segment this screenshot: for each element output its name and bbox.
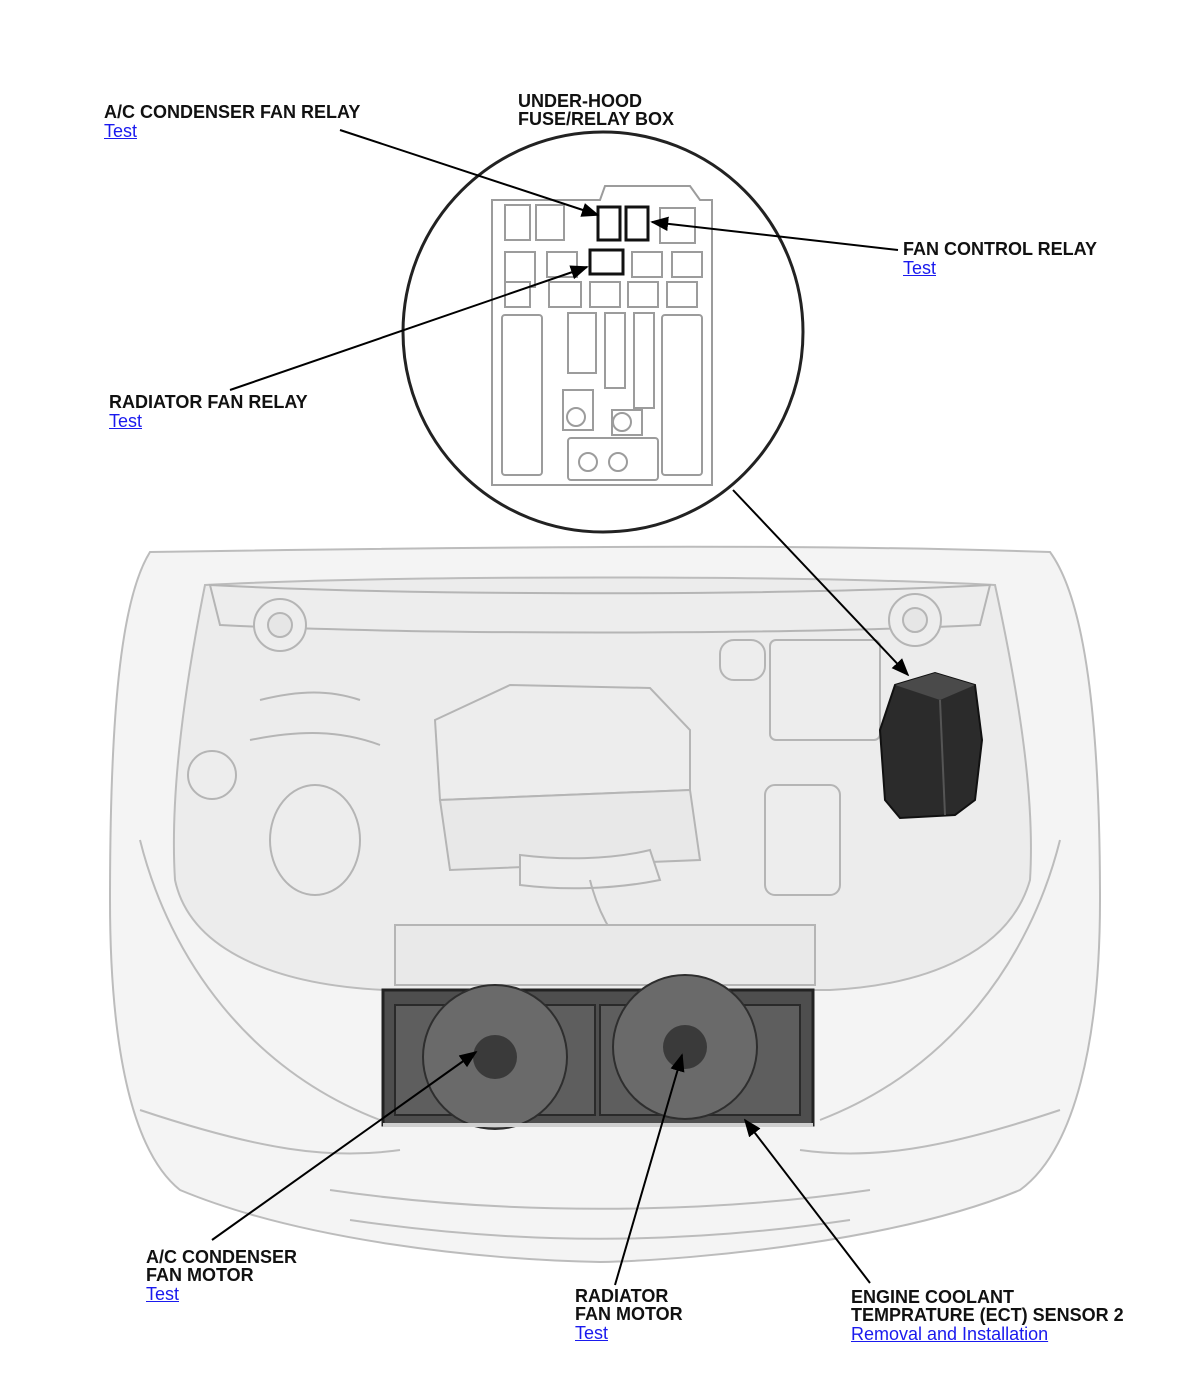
- ect-sensor-2-label-line-1: ENGINE COOLANT: [851, 1287, 1015, 1307]
- radiator-fan-relay-test-link[interactable]: Test: [109, 411, 143, 431]
- under-hood-fuse-relay-box-label-line-1: UNDER-HOOD: [518, 91, 642, 111]
- fuse-box-detail-drawing: [491, 185, 713, 486]
- ac-condenser-fan-motor-label-line-2: FAN MOTOR: [146, 1265, 254, 1285]
- radiator-fan-relay-label: RADIATOR FAN RELAY: [109, 392, 308, 412]
- leader-radiator-fan-motor: [614, 1053, 685, 1286]
- radiator-fan-motor-callout: RADIATOR FAN MOTOR Test: [575, 1287, 683, 1343]
- radiator-fan-relay-highlight: [588, 248, 625, 276]
- ac-condenser-fan-motor-callout: A/C CONDENSER FAN MOTOR Test: [146, 1248, 297, 1304]
- car-body-illustration: [108, 545, 1102, 1264]
- leader-ac-condenser-fan-relay: [339, 129, 600, 217]
- radiator-fan-assembly: [381, 974, 815, 1130]
- ac-condenser-fan-relay-callout: A/C CONDENSER FAN RELAY Test: [104, 103, 360, 141]
- radiator-fan-motor-test-link[interactable]: Test: [575, 1323, 609, 1343]
- leader-ac-condenser-fan-motor: [211, 1050, 478, 1241]
- ac-condenser-fan-relay-label: A/C CONDENSER FAN RELAY: [104, 102, 361, 122]
- under-hood-fuse-relay-box-label-line-2: FUSE/RELAY BOX: [518, 109, 675, 129]
- ect-sensor-2-callout: ENGINE COOLANT TEMPRATURE (ECT) SENSOR 2…: [851, 1288, 1124, 1344]
- fan-control-relay-label: FAN CONTROL RELAY: [903, 239, 1098, 259]
- leader-ect-sensor-2: [743, 1118, 871, 1284]
- ac-condenser-fan-motor-label-line-1: A/C CONDENSER: [146, 1247, 298, 1267]
- under-hood-fuse-relay-box-callout: UNDER-HOOD FUSE/RELAY BOX: [518, 92, 674, 128]
- ac-condenser-fan-relay-test-link[interactable]: Test: [104, 121, 138, 141]
- radiator-fan-motor-label-line-1: RADIATOR: [575, 1286, 669, 1306]
- fuse-box-inset: [401, 130, 805, 534]
- fan-control-relay-highlight: [624, 205, 650, 242]
- engine-illustration: [187, 583, 992, 986]
- radiator-fan-relay-callout: RADIATOR FAN RELAY Test: [109, 393, 308, 431]
- fuse-relay-box-illustration: [878, 671, 984, 820]
- ac-condenser-fan-motor-test-link[interactable]: Test: [146, 1284, 180, 1304]
- ect-sensor-2-removal-installation-link[interactable]: Removal and Installation: [851, 1324, 1049, 1344]
- ect-sensor-2-label-line-2: TEMPRATURE (ECT) SENSOR 2: [851, 1305, 1124, 1325]
- leader-fuse-box-location: [732, 489, 910, 677]
- fan-control-relay-test-link[interactable]: Test: [903, 258, 937, 278]
- ac-condenser-fan-relay-highlight: [596, 205, 622, 242]
- leader-radiator-fan-relay: [229, 265, 589, 391]
- leader-fan-control-relay: [650, 216, 899, 251]
- leader-lines: [211, 129, 910, 1286]
- radiator-fan-motor-label-line-2: FAN MOTOR: [575, 1304, 683, 1324]
- fan-control-relay-callout: FAN CONTROL RELAY Test: [903, 240, 1097, 278]
